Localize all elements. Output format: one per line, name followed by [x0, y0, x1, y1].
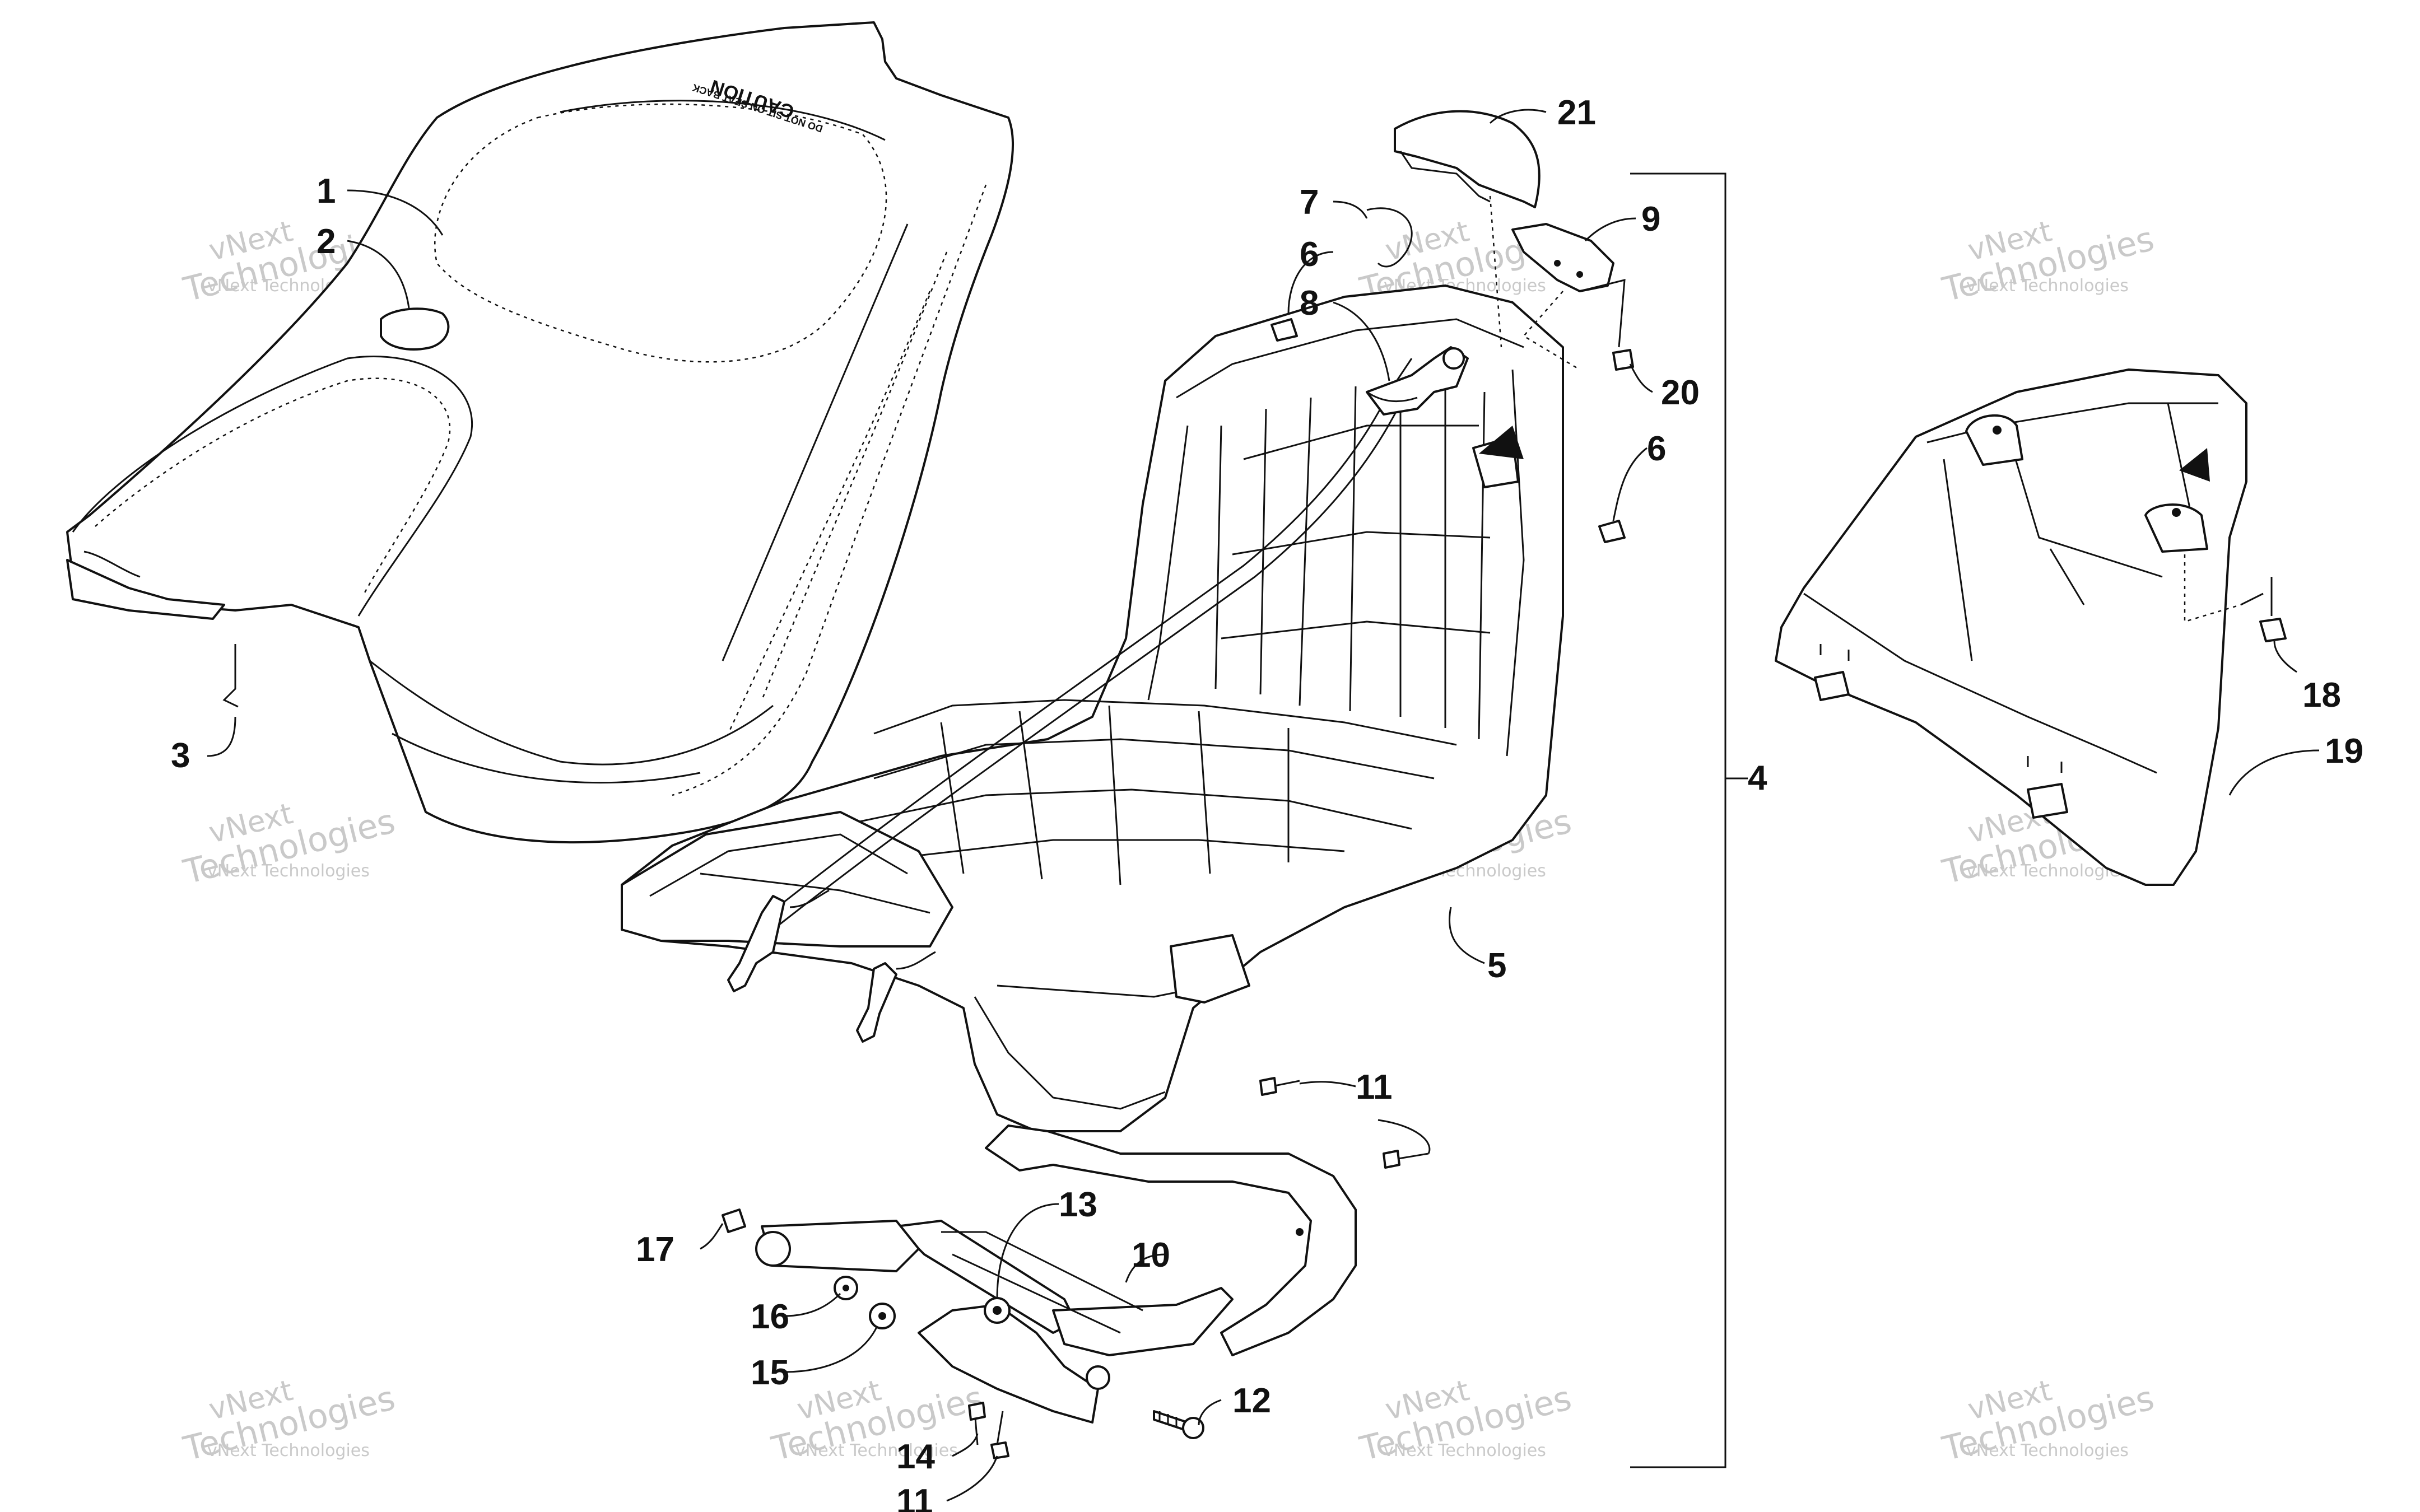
callout-7: 7: [1300, 183, 1319, 222]
callout-labels: 1 2 3 4 5 6 6 7 8 9 10 11 11 11 12 13 14…: [171, 94, 2363, 1512]
callout-6b: 6: [1647, 430, 1666, 468]
fastener-15: [869, 1303, 896, 1329]
bolt-12: [1086, 1365, 1204, 1439]
callout-3: 3: [171, 736, 190, 775]
callout-15: 15: [751, 1354, 789, 1392]
watermark-small: vNext Technologies: [207, 1441, 370, 1460]
seat-base: [621, 284, 1564, 1132]
latch: [1511, 223, 1614, 292]
watermark-small: vNext Technologies: [795, 1441, 958, 1460]
screw-20: [1612, 349, 1634, 371]
key-switch: [1366, 346, 1469, 416]
callout-18: 18: [2302, 676, 2341, 715]
seat-cushion: CAUTION DO NOT SIT ON SEAT BACK: [66, 21, 1014, 844]
rivet-11: [1259, 1077, 1300, 1096]
callout-16: 16: [751, 1298, 789, 1336]
key-cover: [1394, 110, 1541, 208]
leader-lines: [207, 109, 2320, 1502]
callout-14: 14: [896, 1438, 935, 1476]
rivet-11: [990, 1411, 1009, 1459]
screw-18: [2259, 577, 2287, 642]
callout-17: 17: [636, 1230, 674, 1269]
callout-13: 13: [1059, 1186, 1097, 1224]
callout-4: 4: [1748, 759, 1767, 797]
indicator-arrow: [1479, 426, 1524, 459]
snap-ring: [1366, 207, 1413, 268]
fastener-17: [722, 1208, 746, 1233]
callout-8: 8: [1300, 284, 1319, 323]
callout-10: 10: [1132, 1236, 1170, 1275]
callout-20: 20: [1661, 374, 1700, 412]
callout-5: 5: [1487, 946, 1506, 985]
bushing-13: [984, 1297, 1011, 1324]
clip-nut: [1598, 520, 1626, 543]
seat-emblem: [380, 307, 450, 351]
watermark-small: vNext Technologies: [1966, 1441, 2129, 1460]
watermark-small: vNext Technologies: [207, 861, 370, 881]
watermark-small: vNext Technologies: [1966, 276, 2129, 296]
callout-12: 12: [1232, 1382, 1271, 1420]
alignment-line: [1579, 279, 1626, 348]
callout-6: 6: [1300, 235, 1319, 274]
alignment-line: [1489, 195, 1502, 348]
pin-14: [968, 1402, 986, 1445]
rivet-11: [1383, 1150, 1429, 1169]
watermark-small: vNext Technologies: [1384, 1441, 1546, 1460]
callout-19: 19: [2325, 732, 2363, 771]
side-cover: [1775, 368, 2264, 886]
callout-1: 1: [317, 172, 336, 211]
alignment-line: [1523, 291, 1580, 371]
assembly-bracket: [1630, 172, 1748, 1468]
callout-9: 9: [1641, 200, 1660, 239]
seat-clip: [222, 644, 239, 708]
clip-nut: [1270, 318, 1298, 342]
seat-frame: [755, 1124, 1357, 1424]
callout-21: 21: [1557, 94, 1596, 132]
callout-11b: 11: [896, 1482, 933, 1512]
callout-11: 11: [1356, 1068, 1393, 1107]
callout-2: 2: [317, 222, 336, 261]
indicator-arrow: [2179, 448, 2210, 482]
